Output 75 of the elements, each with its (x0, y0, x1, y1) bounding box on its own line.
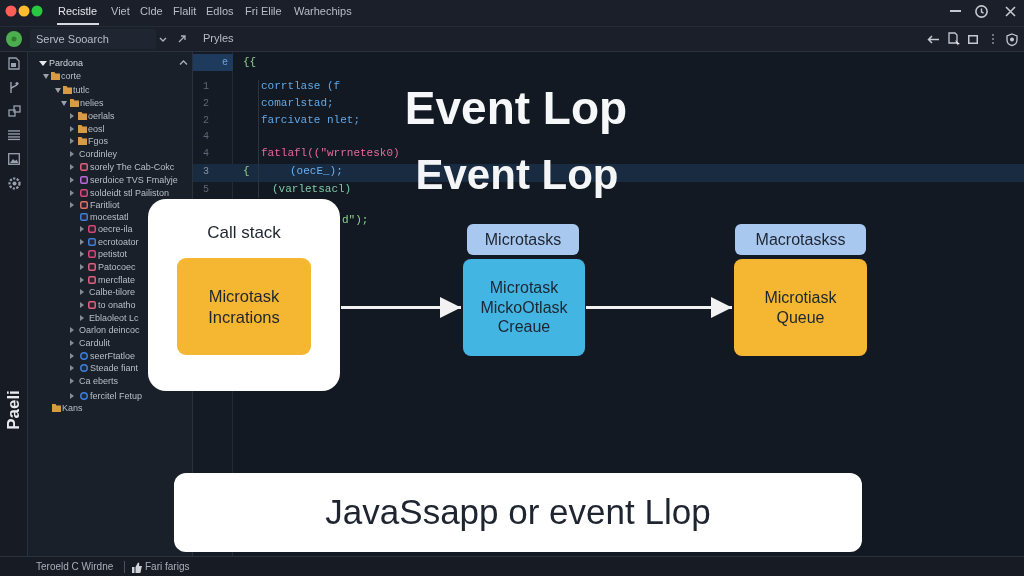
line-number: 1 (203, 81, 209, 93)
tree-item: mocestatl (90, 211, 129, 223)
title: Event Lop (404, 81, 628, 137)
vertical-label: Paeli (3, 390, 24, 430)
tree-item: Cardulit (79, 337, 110, 349)
code-line: {{ (243, 56, 257, 70)
tree-item: corte (61, 70, 81, 82)
tab-label: Pryles (203, 32, 234, 46)
arrow (341, 297, 461, 318)
box-label: Microtask MickoOtlask Creaue (479, 278, 569, 337)
tree-item: serdoice TVS Fmalyje (90, 174, 178, 186)
code-line: (varletsacl) (272, 183, 352, 197)
tree-item: eosl (88, 123, 105, 135)
tree-item: Fgos (88, 135, 108, 147)
status-text: Fari farigs (145, 561, 190, 573)
line-number: 2 (203, 98, 209, 110)
tree-item: oerlals (88, 110, 115, 122)
menu-item: Viet (111, 5, 130, 19)
tree-item: sorely The Cab-Cokc (90, 161, 175, 173)
tree-item: tutlc (73, 84, 90, 96)
task-box (177, 258, 311, 355)
tree-item: Eblaoleot Lc (89, 312, 139, 324)
tree-item: fercitel Fetup (90, 390, 143, 402)
queue-box (463, 259, 585, 356)
line-number: 4 (203, 131, 209, 143)
search-field: Serve Sooarch (30, 29, 156, 49)
menu-item: Warhechips (294, 5, 352, 19)
tree-item: Patocoec (98, 261, 136, 273)
line-number: 4 (203, 148, 209, 160)
tag-label: Macrotaskss (754, 229, 847, 250)
tree-item: Kans (62, 402, 83, 414)
card-panel (148, 199, 340, 391)
menu-item: Clde (140, 5, 163, 19)
arrow (586, 297, 732, 318)
tree-item: seerFtatloe (90, 350, 136, 362)
tree-item: Cordinley (79, 148, 118, 160)
tree-item: soldeidt stl Pailiston (90, 187, 170, 199)
tree-item: nelies (80, 97, 104, 109)
tag-pill (735, 224, 866, 255)
tree-item: Faritliot (90, 199, 120, 211)
code-line: farcivate nlet; (261, 114, 361, 128)
caption-banner (174, 473, 862, 552)
menu-item: Flalit (173, 5, 197, 19)
banner-text: JavaSsapp or event Llop (324, 491, 712, 534)
code-line: (oecE_); (290, 165, 343, 179)
code-line: comarlstad; (261, 97, 334, 111)
tree-item: oecre-ila (98, 223, 133, 235)
panel-heading: Call stack (206, 223, 282, 244)
tree-item: mercflate (98, 274, 135, 286)
code-line: { (243, 165, 250, 179)
line-number: 5 (203, 184, 209, 196)
tree-item: Steade fiant (90, 362, 139, 374)
tree-item: to onatho (98, 299, 136, 311)
tag-pill (467, 224, 579, 255)
code-line: corrtlase (f (261, 80, 341, 94)
status-text: Teroeld C Wirdne (36, 561, 114, 573)
tree-item: Pardona (49, 57, 84, 69)
tree-item: ecrotoator (98, 236, 139, 248)
code-line: d"); (342, 214, 369, 228)
gutter-marker: e (222, 57, 228, 69)
tag-label: Microtasks (483, 229, 563, 250)
menu-item: Recistle (58, 5, 98, 19)
line-number: 3 (203, 166, 209, 178)
tree-item: Ca eberts (79, 375, 119, 387)
line-number: 2 (203, 115, 209, 127)
queue-box (734, 259, 867, 356)
menu-item: Edlos (206, 5, 234, 19)
menu-item: Fri Elile (245, 5, 282, 19)
subtitle: Event Lop (415, 149, 619, 200)
tree-item: Oarlon deincoc (79, 324, 140, 336)
box-label: Microtiask Queue (763, 288, 838, 327)
tree-item: Calbe-tilore (89, 286, 136, 298)
box-label: Microtask Incrations (207, 286, 281, 327)
tree-item: petistot (98, 248, 128, 260)
code-line: fatlafl(("wrrnetesk0) (261, 147, 400, 161)
